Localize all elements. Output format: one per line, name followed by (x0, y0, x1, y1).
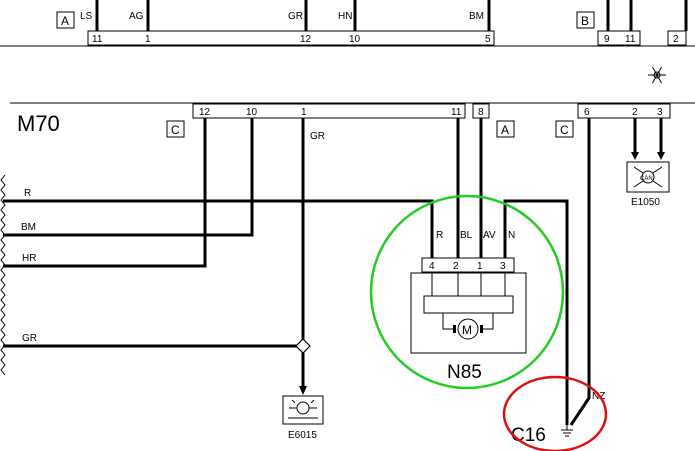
top-wire-label-gr: GR (288, 11, 303, 22)
module-box-c1-label: C (171, 123, 180, 137)
component-e1050: CAN E1050 (626, 161, 670, 208)
module-connector-c2 (577, 103, 671, 119)
top-pin-r2: 2 (673, 34, 679, 45)
motor-name: N85 (447, 362, 482, 383)
motor-pin-1: 1 (477, 261, 483, 272)
top-pin-r11: 11 (625, 34, 636, 45)
module-wire-gr-label: GR (310, 131, 325, 142)
top-pin-5: 5 (485, 34, 491, 45)
ground-name: C16 (511, 425, 546, 446)
module-connector-c1 (192, 103, 466, 119)
module-pin-2: 2 (632, 107, 638, 118)
ground-icon (561, 425, 573, 437)
wire-label-gr: GR (22, 333, 37, 344)
module-pin-10: 10 (246, 107, 258, 118)
top-wire-label-ls: LS (80, 11, 93, 22)
top-box-a-label: A (61, 14, 69, 28)
motor-pin-4: 4 (429, 261, 435, 272)
motor-wire-label-av: AV (483, 230, 496, 241)
wire-r (3, 199, 434, 258)
motor-pin-2: 2 (453, 261, 459, 272)
arrow-e6015 (299, 386, 307, 395)
e1050-inner-label: CAN (640, 176, 653, 182)
top-connector-right-strip-2 (667, 30, 687, 46)
module-pin-8: 8 (478, 107, 484, 118)
motor-switch-block (423, 295, 514, 314)
top-wire-label-hn: HN (338, 11, 352, 22)
ground-c16: NZ C16 (511, 391, 605, 446)
module-box-c1 (166, 120, 185, 138)
motor-connector (421, 257, 515, 273)
module-pin-6: 6 (584, 107, 590, 118)
module-m70: M70 C A C 12 10 1 11 8 6 2 3 GR (10, 102, 695, 142)
top-pin-11: 11 (92, 34, 103, 45)
wire-label-hr: HR (22, 253, 36, 264)
arrow-e1050-a (631, 152, 639, 160)
top-connector-right-strip (597, 30, 641, 46)
highlight-circle-red (502, 375, 608, 451)
highlight-circle-green (369, 194, 565, 390)
snowflake-icon (648, 66, 666, 84)
module-box-a-label: A (501, 123, 509, 137)
e1050-box (626, 161, 670, 193)
arrow-e1050-b (657, 152, 665, 160)
wire-bm (3, 118, 254, 237)
top-pin-r9: 9 (604, 34, 610, 45)
motor-body (410, 272, 527, 354)
top-box-a (56, 11, 75, 29)
wire-label-r: R (24, 188, 31, 199)
left-break-edge (0, 174, 6, 376)
wire-nz (569, 118, 591, 426)
motor-pin-3: 3 (500, 261, 506, 272)
motor-symbol-circle (457, 318, 479, 340)
motor-wire-label-n: N (508, 230, 515, 241)
motor-wire-label-bl: BL (460, 230, 473, 241)
e1050-label: E1050 (631, 197, 660, 208)
module-box-a (496, 120, 515, 138)
top-box-b-label: B (581, 14, 589, 28)
top-pin-10: 10 (349, 34, 361, 45)
module-box-c2-label: C (560, 123, 569, 137)
wire-n (503, 199, 569, 425)
top-wire-label-ag: AG (129, 11, 144, 22)
motor-wire-label-r: R (436, 230, 443, 241)
module-pin-1: 1 (301, 107, 307, 118)
module-name: M70 (17, 111, 60, 136)
top-connector: A B LS AG GR HN BM 11 1 12 10 5 9 11 2 (0, 0, 695, 47)
e6015-box (282, 395, 324, 425)
motor-n85: R BL AV N 4 2 1 3 M N85 (410, 230, 527, 383)
e6015-label: E6015 (288, 430, 317, 441)
top-connector-left-strip (87, 30, 495, 46)
wire-label-bm: BM (21, 222, 36, 233)
top-wire-label-bm: BM (469, 11, 484, 22)
motor-symbol-label: M (462, 323, 472, 337)
top-pin-12: 12 (300, 34, 312, 45)
module-pin-11: 11 (451, 107, 462, 118)
wire-hr (3, 118, 207, 268)
top-pin-1: 1 (145, 34, 151, 45)
component-e6015: E6015 (282, 395, 324, 441)
top-box-b (576, 11, 595, 29)
module-pin-12: 12 (199, 107, 211, 118)
module-box-c2 (555, 120, 574, 138)
module-pin-3: 3 (657, 107, 663, 118)
splice-node (295, 338, 311, 354)
